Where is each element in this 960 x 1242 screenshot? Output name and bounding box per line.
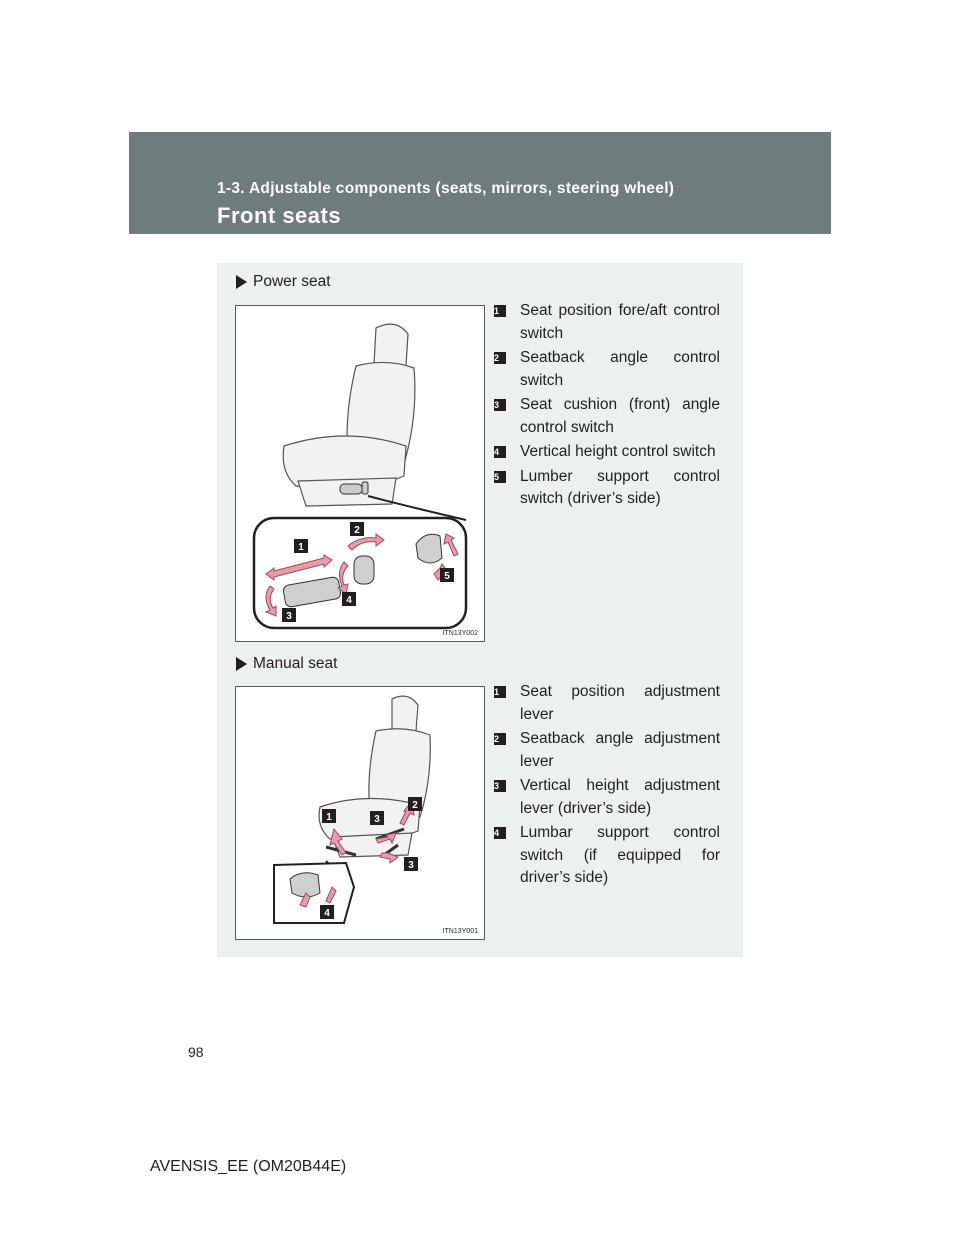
legend-text: Lumber support control switch (driver’s … [520, 468, 720, 508]
legend-text: Lumbar support control switch (if equipp… [520, 824, 720, 886]
number-badge: 2 [494, 733, 506, 745]
power-seat-figure: 1 2 3 4 5 ITN13Y002 [235, 305, 485, 642]
legend-item: 4 Vertical height control switch [494, 441, 720, 464]
legend-item: 4 Lumbar support control switch (if equi… [494, 822, 720, 890]
svg-text:4: 4 [324, 908, 330, 919]
svg-text:4: 4 [346, 595, 352, 606]
legend-text: Seatback angle control switch [520, 349, 720, 389]
legend-text: Seat cushion (front) angle control switc… [520, 396, 720, 436]
power-seat-illustration: 1 2 3 4 5 [236, 306, 486, 643]
legend-text: Seat position adjustment lever [520, 683, 720, 723]
chapter-subtitle: 1-3. Adjustable components (seats, mirro… [217, 180, 674, 198]
legend-text: Seatback angle adjustment lever [520, 730, 720, 770]
chapter-header: 1-3. Adjustable components (seats, mirro… [129, 132, 831, 234]
triangle-bullet-icon [236, 275, 247, 289]
figure-code: ITN13Y001 [443, 928, 478, 935]
number-badge: 3 [494, 780, 506, 792]
manual-seat-heading-text: Manual seat [253, 655, 337, 673]
number-badge: 4 [494, 446, 506, 458]
footer-model-code: AVENSIS_EE (OM20B44E) [150, 1158, 346, 1176]
number-badge: 2 [494, 352, 506, 364]
page-number: 98 [188, 1044, 204, 1060]
legend-text: Vertical height adjustment lever (driver… [520, 777, 720, 817]
power-seat-heading-text: Power seat [253, 273, 331, 291]
figure-code: ITN13Y002 [443, 630, 478, 637]
manual-seat-illustration: 1 2 3 3 4 [236, 687, 486, 941]
legend-item: 2 Seatback angle control switch [494, 347, 720, 392]
legend-item: 1 Seat position fore/aft control switch [494, 300, 720, 345]
manual-seat-heading: Manual seat [236, 655, 337, 673]
number-badge: 5 [494, 471, 506, 483]
svg-text:3: 3 [408, 860, 414, 871]
svg-text:1: 1 [298, 542, 304, 553]
manual-seat-legend: 1 Seat position adjustment lever 2 Seatb… [494, 681, 720, 892]
power-seat-heading: Power seat [236, 273, 331, 291]
svg-text:3: 3 [374, 814, 380, 825]
svg-text:3: 3 [286, 611, 292, 622]
number-badge: 4 [494, 827, 506, 839]
legend-item: 3 Seat cushion (front) angle control swi… [494, 394, 720, 439]
number-badge: 1 [494, 686, 506, 698]
legend-item: 3 Vertical height adjustment lever (driv… [494, 775, 720, 820]
legend-item: 5 Lumber support control switch (driver’… [494, 466, 720, 511]
legend-item: 1 Seat position adjustment lever [494, 681, 720, 726]
page-title: Front seats [217, 203, 341, 229]
legend-text: Seat position fore/aft control switch [520, 302, 720, 342]
svg-text:1: 1 [326, 812, 332, 823]
triangle-bullet-icon [236, 657, 247, 671]
number-badge: 1 [494, 305, 506, 317]
power-seat-legend: 1 Seat position fore/aft control switch … [494, 300, 720, 513]
legend-text: Vertical height control switch [520, 443, 716, 460]
number-badge: 3 [494, 399, 506, 411]
legend-item: 2 Seatback angle adjustment lever [494, 728, 720, 773]
svg-text:2: 2 [412, 800, 418, 811]
manual-seat-figure: 1 2 3 3 4 ITN13Y001 [235, 686, 485, 940]
svg-text:5: 5 [444, 571, 450, 582]
svg-text:2: 2 [354, 525, 360, 536]
